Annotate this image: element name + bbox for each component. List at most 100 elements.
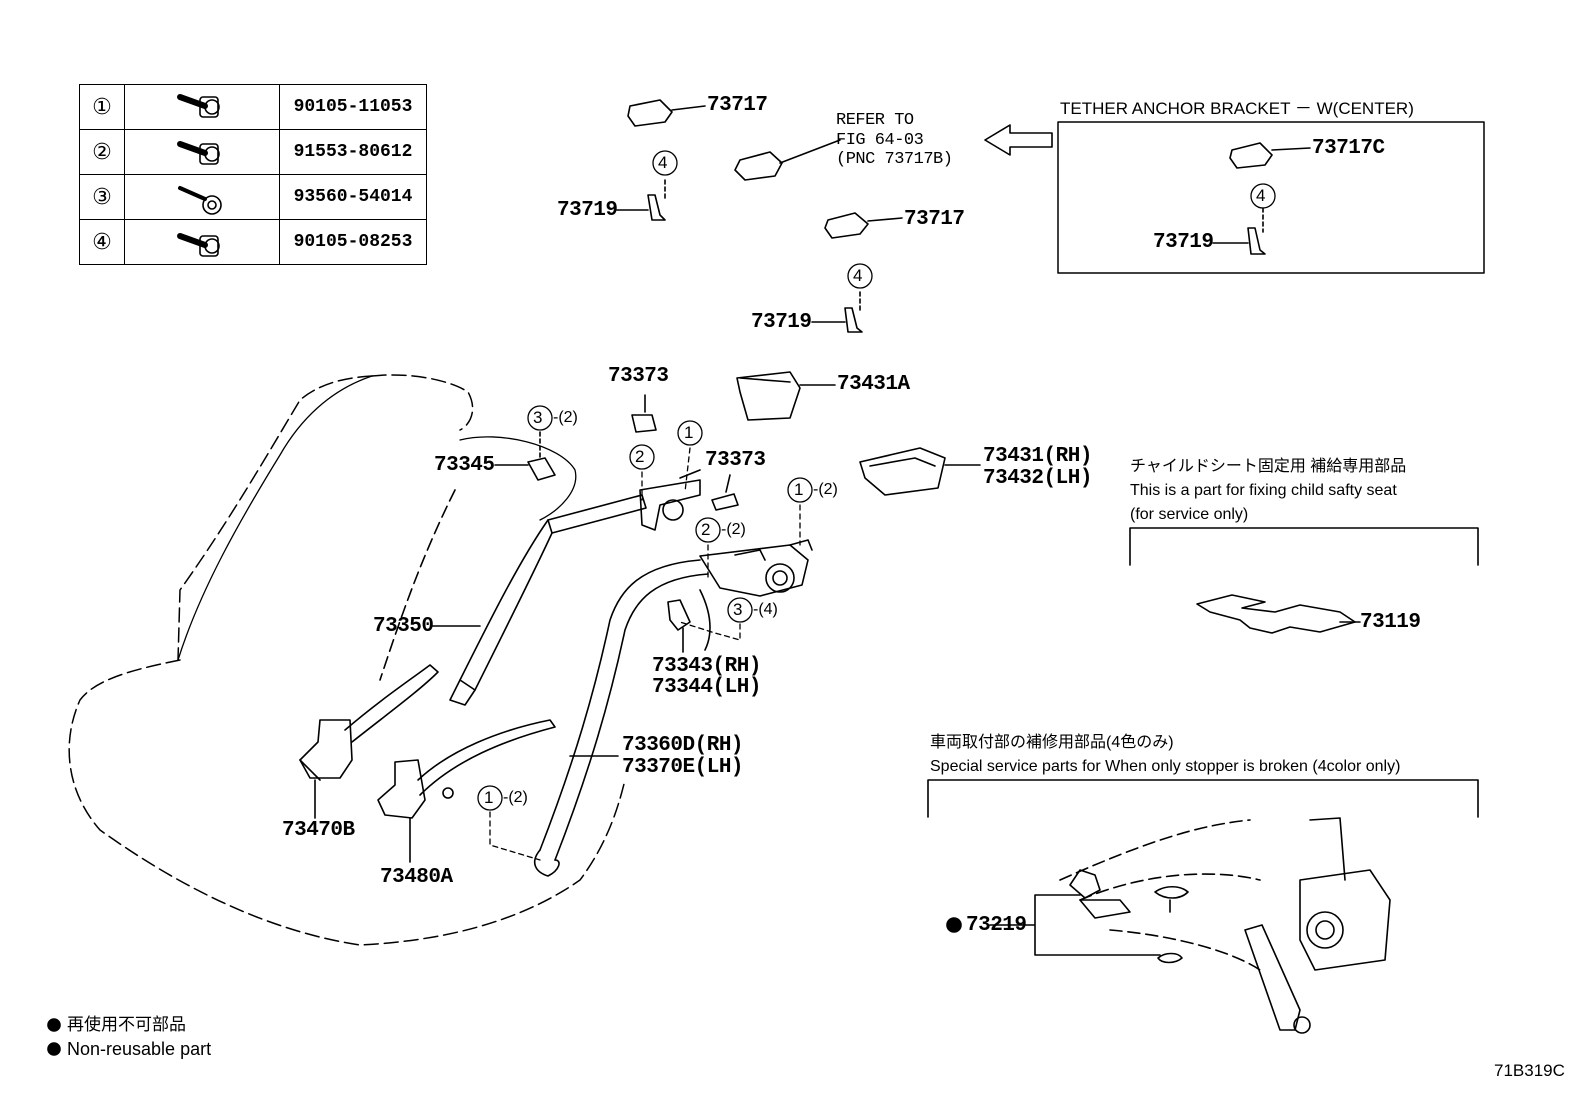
arrow-left-icon [984, 124, 1053, 156]
child-seat-note-jp: チャイルドシート固定用 補給専用部品 [1130, 458, 1407, 475]
lap-belt [554, 573, 709, 861]
part-label: 73717C [1312, 137, 1385, 160]
callout-circles [477, 150, 1276, 811]
tray-73431a [736, 371, 801, 421]
seat-outline [68, 374, 626, 946]
cover-73717-b [824, 212, 869, 239]
table-row: ③ 93560-54014 [79, 174, 427, 220]
seat-back-curve [379, 489, 456, 681]
part-label: 73370E(LH) [622, 756, 744, 779]
part-label: 73373 [608, 365, 669, 388]
section-bracket [1129, 527, 1479, 566]
table-row: ④ 90105-08253 [79, 219, 427, 265]
bullet-icon [47, 1018, 61, 1032]
ref-1: 1 [684, 423, 694, 442]
fastener-table: ① 90105-11053 ② 91553-80612 ③ 93560-5401… [79, 84, 427, 265]
part-label: 73719 [557, 199, 618, 222]
child-seat-note-en: (for service only) [1130, 506, 1249, 523]
ref-4: 4 [853, 266, 863, 285]
ref-number: ② [79, 129, 125, 175]
leader-line [671, 105, 706, 111]
screw-icon [178, 186, 222, 215]
seat-back-edge [177, 375, 373, 661]
bracket-73719-b [844, 307, 863, 333]
ref-number: ① [79, 84, 125, 130]
qty-label: -(2) [503, 789, 528, 806]
callout-lines [489, 447, 801, 861]
buckle-73470b [299, 664, 439, 781]
cover-73717b [734, 151, 783, 181]
ref-4: 4 [658, 153, 668, 172]
cover-73717c [1229, 142, 1273, 169]
leader-line [1271, 147, 1311, 151]
part-label: 73719 [751, 311, 812, 334]
lap-belt [539, 559, 701, 851]
ref-4: 4 [1256, 186, 1266, 205]
part-label: 73360D(RH) [622, 734, 744, 757]
table-row: ② 91553-80612 [79, 129, 427, 175]
part-label: 73470B [282, 819, 355, 842]
plate-73119 [1196, 594, 1356, 634]
section-bracket [927, 779, 1479, 818]
tether-box [1057, 121, 1485, 274]
belt-webbing [459, 519, 553, 691]
clip-73373-b [711, 493, 739, 511]
bullet-icon [946, 917, 962, 933]
part-label: 73119 [1360, 611, 1421, 634]
bolt-icon [177, 94, 220, 118]
ref-1: 1 [484, 788, 494, 807]
part-number: 91553-80612 [279, 129, 427, 175]
cover-73717-a [627, 99, 673, 127]
part-label: 73219 [966, 914, 1027, 937]
legend-jp: 再使用不可部品 [67, 1015, 186, 1034]
leader-line [725, 474, 731, 493]
bolt-icon [177, 233, 220, 257]
clip-73373-a [631, 414, 657, 433]
belt-anchor [533, 849, 560, 877]
belt-guide [699, 589, 711, 651]
part-label: 73719 [1153, 231, 1214, 254]
part-label: 73344(LH) [652, 676, 761, 699]
stopper-detail [1059, 817, 1391, 1034]
part-label: 73343(RH) [652, 655, 761, 678]
part-label: 73373 [705, 449, 766, 472]
qty-label: -(2) [721, 521, 746, 538]
bracket-73719-a [647, 194, 666, 221]
legend-en: Non-reusable part [67, 1039, 212, 1059]
tether-title: TETHER ANCHOR BRACKET － W(CENTER) [1060, 99, 1414, 118]
belt-webbing [547, 494, 647, 534]
ref-3: 3 [733, 600, 743, 619]
retractor-assembly [699, 539, 813, 597]
ref-1: 1 [794, 480, 804, 499]
leader-line [779, 139, 841, 164]
child-seat-note-en: This is a part for fixing child safty se… [1130, 482, 1397, 499]
refer-note: FIG 64-03 [836, 131, 924, 150]
bolt-icon [177, 141, 220, 165]
part-label: 73431(RH) [983, 445, 1092, 468]
shoulder-anchor [639, 469, 701, 531]
part-label: 73480A [380, 866, 453, 889]
bracket-73719-c [1247, 227, 1266, 255]
qty-label: -(2) [553, 409, 578, 426]
part-number: 93560-54014 [279, 174, 427, 220]
qty-label: -(2) [813, 481, 838, 498]
refer-note: REFER TO [836, 111, 914, 130]
leader-line [867, 217, 903, 222]
part-label: 73432(LH) [983, 467, 1092, 490]
cover-73345 [527, 457, 556, 481]
leader-line [989, 894, 1161, 956]
part-label: 73431A [837, 373, 910, 396]
ref-2: 2 [701, 520, 711, 539]
ref-3: 3 [533, 408, 543, 427]
buckle-73480a [377, 719, 556, 819]
stopper-note-en: Special service parts for When only stop… [930, 758, 1401, 775]
refer-note: (PNC 73717B) [836, 150, 953, 169]
part-label: 73717 [707, 94, 768, 117]
bracket-73343 [667, 599, 691, 631]
figure-code: 71B319C [1494, 1061, 1565, 1080]
stopper-note-jp: 車両取付部の補修用部品(4色のみ) [930, 734, 1174, 751]
part-label: 73350 [373, 615, 434, 638]
part-label: 73717 [904, 208, 965, 231]
belt-tongue [449, 679, 476, 706]
